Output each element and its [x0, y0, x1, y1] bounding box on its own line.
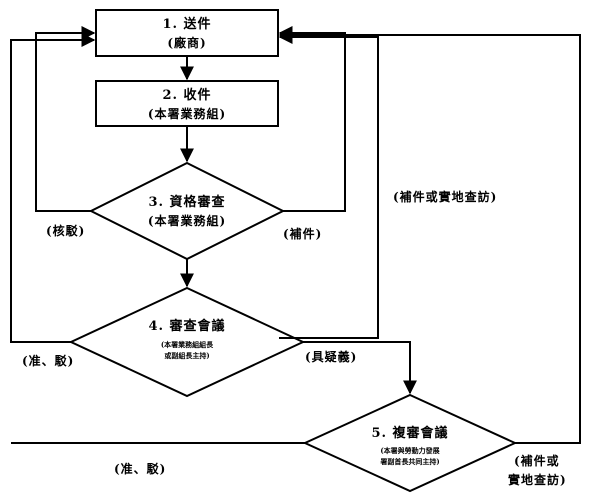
step-4-diamond: [68, 286, 306, 398]
step-2-title: 2. 收件: [162, 87, 211, 103]
supplement-loop-line: [278, 26, 346, 212]
approve-reject-1-line: [10, 33, 96, 343]
supplement-visit-2-line: [278, 28, 581, 444]
edge-label-approve-reject-2: (准、駁): [114, 461, 166, 476]
doubt-line: [303, 341, 417, 395]
step-5-sub-1: (本署與勞動力發展: [380, 446, 440, 455]
step-3-diamond: [88, 161, 286, 261]
step-2-box: [95, 80, 279, 127]
step-2-sub: (本署業務組): [148, 106, 226, 121]
edge-label-reject: (核駁): [46, 223, 85, 238]
step-5-sub-2: 署副首長共同主持): [379, 457, 439, 466]
step-1-sub: (廠商): [167, 35, 206, 50]
step-4-sub-1: (本署業務組組長: [161, 340, 214, 349]
step-5-title: 5. 複審會議: [371, 425, 448, 441]
edge-label-supplement-visit: (補件或實地查訪): [393, 189, 497, 204]
step-1-box: [95, 9, 279, 57]
edge-label-doubt: (具疑義): [305, 349, 357, 364]
step-4-title: 4. 審查會議: [148, 318, 225, 334]
step-5-diamond: [302, 393, 518, 493]
edge-label-supplement: (補件): [283, 226, 322, 241]
step-3-title: 3. 資格審查: [148, 194, 225, 210]
step-1-title: 1. 送件: [162, 16, 211, 32]
step-4-sub-2: 或副組長主持): [164, 351, 209, 360]
step-3-sub: (本署業務組): [148, 213, 226, 228]
edge-label-supplement-2: (補件或: [514, 453, 560, 468]
edge-label-approve-reject-1: (准、駁): [22, 353, 74, 368]
supplement-visit-line: [278, 30, 379, 339]
edge-label-visit-2: 實地查訪): [508, 472, 567, 487]
reject-loop-line: [35, 26, 96, 212]
